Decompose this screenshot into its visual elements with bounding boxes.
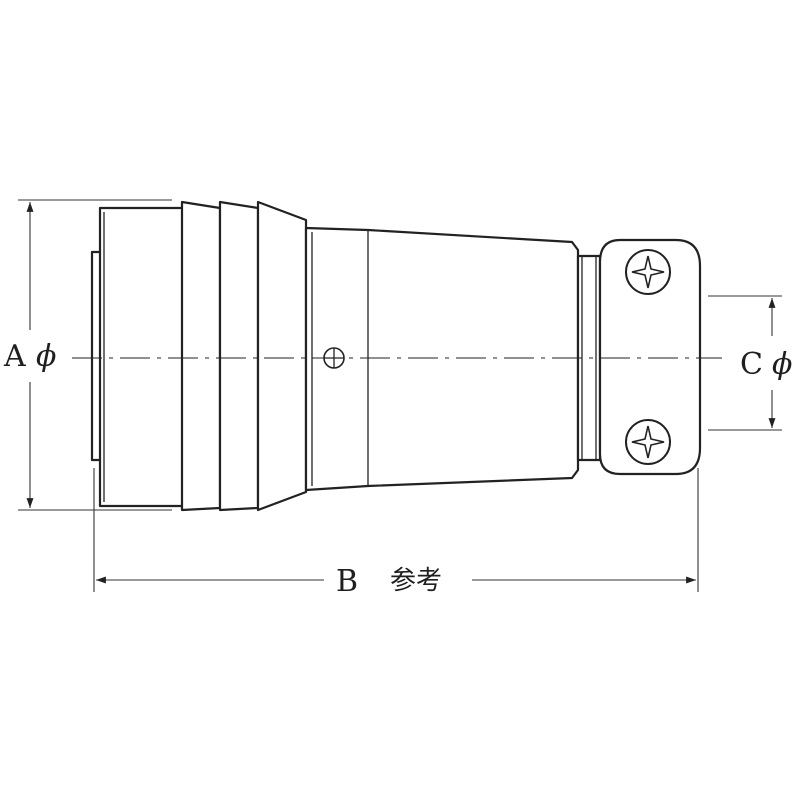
dimension-a-diameter-symbol: ϕ — [36, 339, 56, 374]
dimension-b-label: B — [336, 564, 358, 599]
dimension-b: B 参考 — [93, 468, 699, 599]
coupling-rib-2 — [218, 200, 260, 512]
dimension-c-diameter-symbol: ϕ — [772, 347, 792, 382]
front-cylinder — [98, 206, 186, 508]
dimension-c: C ϕ — [708, 295, 792, 431]
cable-clamp — [598, 238, 702, 476]
connector-barrel — [304, 226, 580, 492]
dimension-b-reference-note: 参考 — [390, 566, 442, 596]
clamp-screw-top-icon — [625, 249, 671, 295]
dimension-a: A ϕ — [3, 199, 172, 511]
connector-body — [90, 200, 702, 512]
coupling-rib-1 — [180, 200, 222, 512]
clamp-screw-bottom-icon — [625, 419, 671, 465]
dimension-c-label: C — [740, 347, 763, 382]
dimension-a-label: A — [3, 339, 26, 374]
coupling-rib-3 — [256, 200, 308, 512]
